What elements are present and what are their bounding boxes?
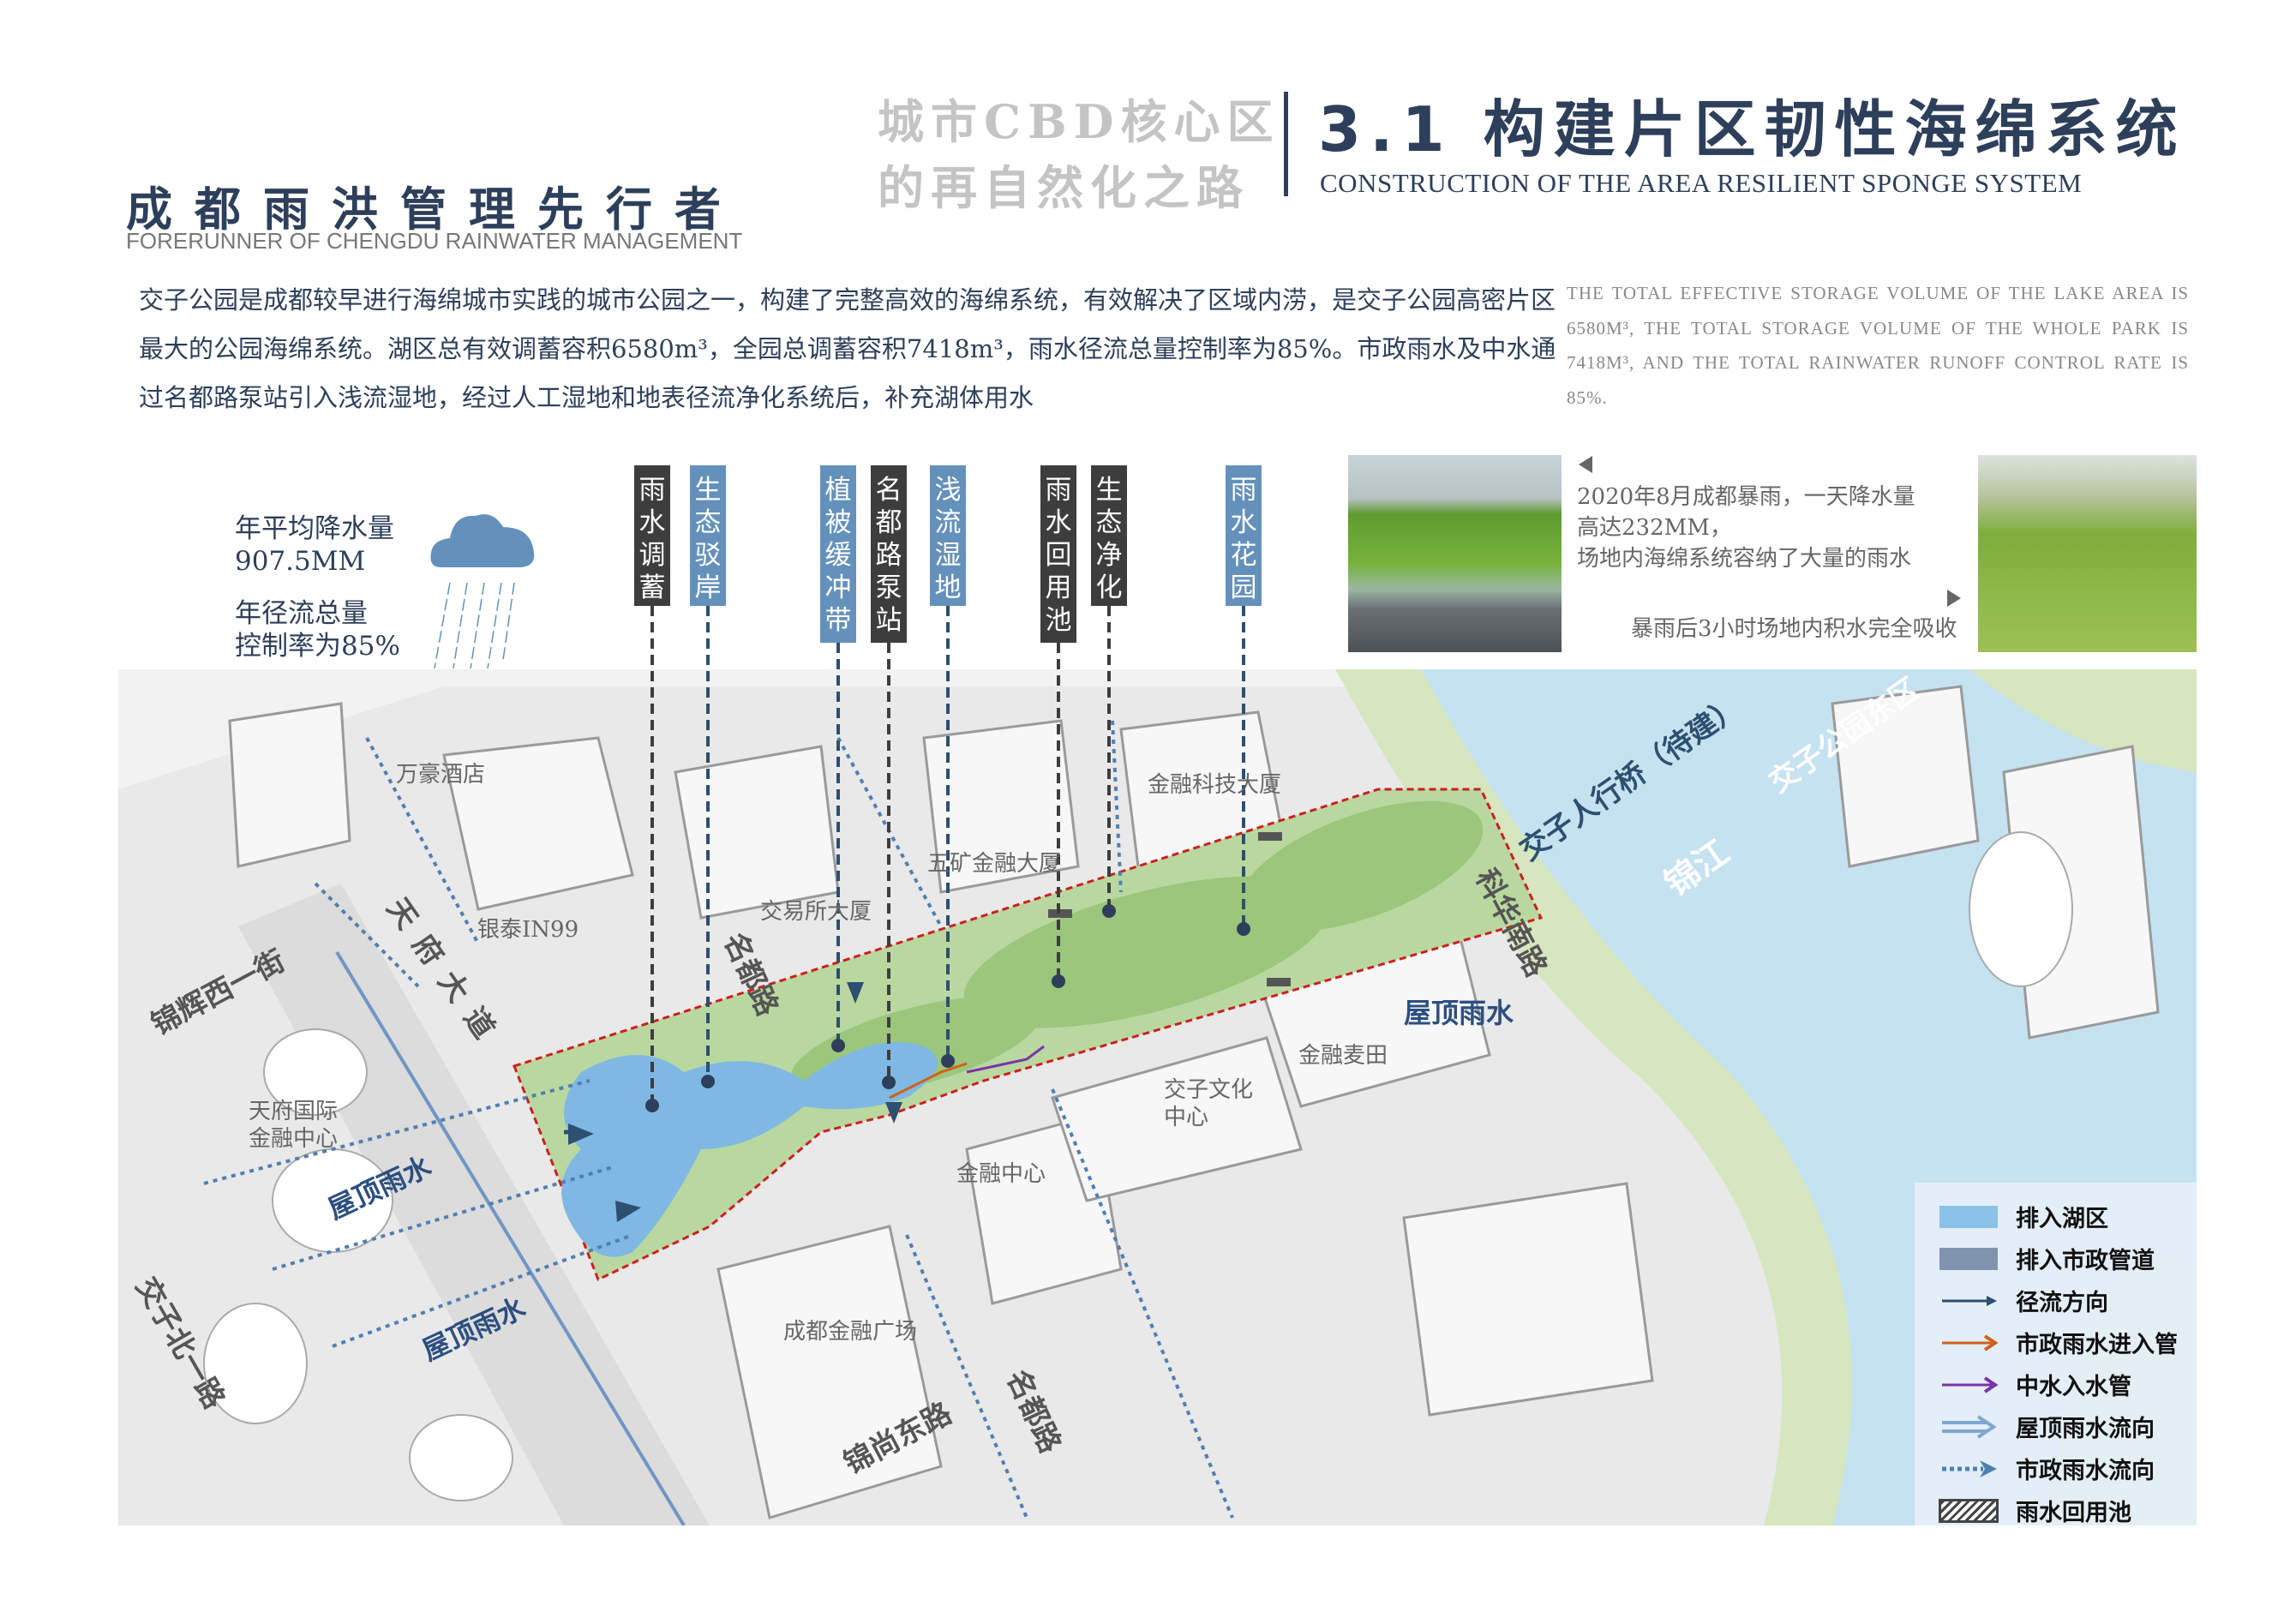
main-title: 成都雨洪管理先行者 <box>126 183 743 237</box>
rain-label: 年平均降水量 <box>235 513 394 544</box>
caption-line: 2020年8月成都暴雨，一天降水量 <box>1577 484 1915 510</box>
label-wanhao-hotel: 万豪酒店 <box>396 762 486 788</box>
arrow-navy-icon <box>1942 1295 1997 1306</box>
tianfu-avenue-line <box>335 950 686 1525</box>
rain-stat: 年平均降水量 907.5MM <box>235 512 394 578</box>
dry-photo <box>1978 455 2197 652</box>
label-fintech-tower: 金融科技大厦 <box>1148 772 1282 798</box>
flood-photo <box>1348 455 1562 652</box>
facility-label: 生态净化 <box>1091 465 1127 606</box>
legend-item: 市政雨水流向 <box>1939 1452 2155 1485</box>
facility-label: 名都路泵站 <box>871 465 907 643</box>
caption-line: 高达232MM， <box>1577 515 1732 541</box>
facility-label: 植被缓冲带 <box>820 465 856 643</box>
section-title: 3.1 构建片区韧性海绵系统 <box>1318 93 2186 165</box>
label-finance-wheat: 金融麦田 <box>1298 1043 1388 1069</box>
legend-label: 屋顶雨水流向 <box>2016 1416 2155 1442</box>
label-cd-finance-plaza: 成都金融广场 <box>783 1319 918 1345</box>
label-jiaozi-culture: 交子文化中心 <box>1164 1077 1254 1130</box>
rain-value: 907.5MM <box>235 546 366 577</box>
intro-paragraph-en: THE TOTAL EFFECTIVE STORAGE VOLUME OF TH… <box>1567 283 2189 408</box>
legend-item: 排入湖区 <box>1939 1200 2108 1233</box>
legend-item: 市政雨水进入管 <box>1939 1326 2178 1359</box>
hatched-box-icon <box>1939 1498 1999 1523</box>
swatch-light-blue-icon <box>1939 1205 1999 1229</box>
title-divider <box>1284 92 1288 196</box>
legend-label: 中水入水管 <box>2016 1374 2131 1400</box>
facility-label: 雨水调蓄 <box>634 465 670 606</box>
tianfu-avenue <box>238 884 710 1525</box>
legend-item: 屋顶雨水流向 <box>1939 1410 2155 1443</box>
site-plan-map: 万豪酒店 金融科技大厦 五矿金融大厦 交易所大厦 银泰IN99 天府国际金融中心… <box>118 669 2197 1525</box>
facility-label: 浅流湿地 <box>930 465 966 606</box>
caret-right-icon <box>1947 590 1961 607</box>
lake <box>561 1042 938 1257</box>
caption-line: 场地内海绵系统容纳了大量的雨水 <box>1577 546 1912 572</box>
legend-label: 排入湖区 <box>2016 1206 2108 1232</box>
label-yintai: 银泰IN99 <box>477 917 579 943</box>
caret-left-icon <box>1579 456 1592 473</box>
intro-paragraph: 交子公园是成都较早进行海绵城市实践的城市公园之一，构建了完整高效的海绵系统，有效… <box>139 285 1556 412</box>
legend-label: 排入市政管道 <box>2016 1248 2155 1274</box>
runoff-label: 年径流总量 <box>235 598 368 629</box>
label-wukuang-tower: 五矿金融大厦 <box>927 851 1062 877</box>
legend-item: 径流方向 <box>1939 1284 2108 1317</box>
facility-label: 生态驳岸 <box>690 465 726 606</box>
runoff-stat: 年径流总量 控制率为85% <box>235 597 400 662</box>
photo-caption-2: 暴雨后3小时场地内积水完全吸收 <box>1631 616 1957 642</box>
series-title-line1: 城市CBD核心区 <box>878 94 1280 149</box>
label-tianfu-intl: 天府国际金融中心 <box>249 1099 339 1152</box>
main-title-en: FORERUNNER OF CHENGDU RAINWATER MANAGEME… <box>126 228 743 254</box>
legend-item: 中水入水管 <box>1939 1368 2131 1401</box>
facility-label: 雨水花园 <box>1226 465 1262 606</box>
legend-label: 市政雨水流向 <box>2016 1458 2155 1484</box>
rain-cloud-icon <box>430 514 535 668</box>
arrow-orange-icon <box>1942 1333 1999 1351</box>
legend-label: 市政雨水进入管 <box>2016 1332 2178 1358</box>
runoff-value: 控制率为85% <box>235 631 400 662</box>
swatch-grey-blue-icon <box>1939 1247 1999 1271</box>
legend-label: 雨水回用池 <box>2016 1500 2131 1526</box>
label-exchange-tower: 交易所大厦 <box>760 899 872 925</box>
legend-item: 雨水回用池 <box>1939 1494 2131 1527</box>
legend-label: 径流方向 <box>2016 1290 2108 1316</box>
legend-item: 排入市政管道 <box>1939 1242 2155 1275</box>
double-arrow-icon <box>1942 1414 1997 1439</box>
dotted-arrow-icon <box>1942 1459 1997 1477</box>
map-drawing <box>118 669 2197 1525</box>
legend: 排入湖区 排入市政管道 径流方向 市政雨水进入管 中水入水管 屋顶雨水流向 市政… <box>1915 1183 2197 1527</box>
arrow-purple-icon <box>1942 1375 1999 1393</box>
photo-caption-1: 2020年8月成都暴雨，一天降水量 高达232MM， 场地内海绵系统容纳了大量的… <box>1577 482 1915 574</box>
series-title-line2: 的再自然化之路 <box>878 160 1250 215</box>
roof-rain-label: 屋顶雨水 <box>1404 997 1514 1029</box>
label-finance-center: 金融中心 <box>956 1161 1046 1187</box>
facility-label: 雨水回用池 <box>1040 465 1076 643</box>
section-title-en: CONSTRUCTION OF THE AREA RESILIENT SPONG… <box>1320 168 2083 198</box>
